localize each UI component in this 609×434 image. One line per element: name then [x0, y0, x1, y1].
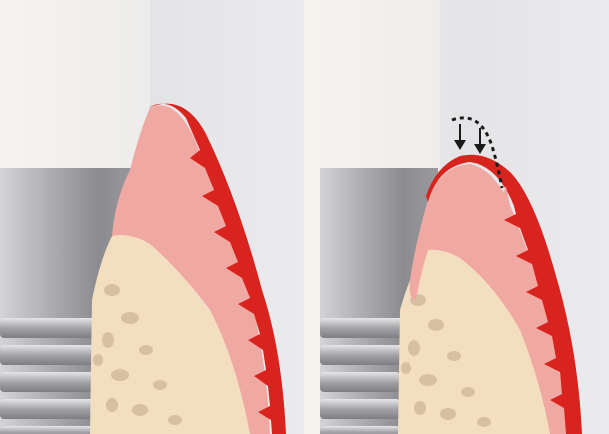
- panel-right: [320, 0, 609, 434]
- panel-left: [0, 0, 304, 434]
- panel-divider: [304, 0, 320, 434]
- left-diagram: [0, 0, 304, 434]
- right-diagram: [320, 0, 609, 434]
- implant-threads: [320, 318, 408, 434]
